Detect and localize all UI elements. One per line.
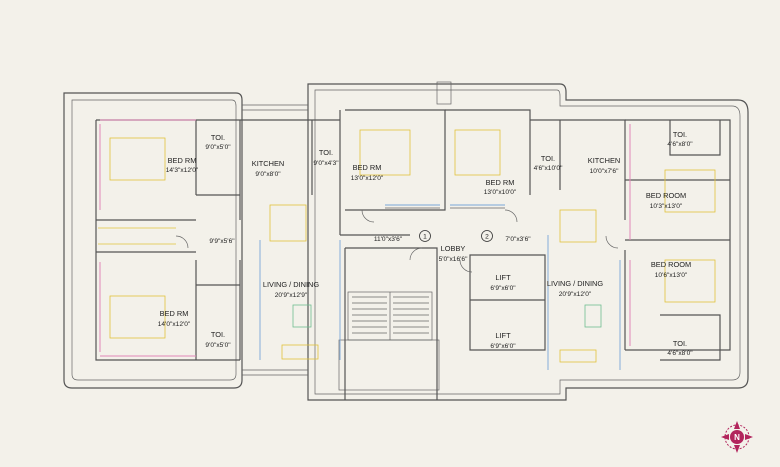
room-name: BED RM: [160, 309, 189, 318]
room-name: TOI.: [541, 154, 555, 163]
room-size: 9'0"x4'3": [313, 160, 339, 167]
room-size: 10'0"x7'6": [590, 168, 619, 175]
flat-marker-2: 2: [481, 230, 493, 242]
room-size: 6'9"x6'0": [490, 285, 516, 292]
room-bed-rm-left-top: BED RM 14'3"x12'0": [166, 156, 199, 174]
staircase: [347, 291, 433, 341]
room-name: BED RM: [486, 178, 515, 187]
room-size: 13'0"x10'0": [484, 189, 517, 196]
room-bed-rm-center-right: BED RM 13'0"x10'0": [484, 178, 517, 196]
room-name: TOI.: [673, 339, 687, 348]
room-size: 7'0"x3'6": [505, 236, 531, 243]
room-size: 9'0"x8'0": [255, 171, 281, 178]
room-bed-room-right-top: BED ROOM 10'3"x13'0": [646, 191, 686, 210]
room-size: 4'6"x10'0": [534, 165, 563, 172]
room-size: 4'6"x8'0": [667, 350, 693, 357]
room-toi-left-top: TOI. 9'0"x5'0": [205, 133, 231, 151]
room-size: 20'9"x12'9": [275, 292, 308, 299]
room-name: LOBBY: [441, 244, 466, 253]
room-size: 6'9"x6'0": [490, 343, 516, 350]
room-bed-rm-center-left: BED RM 13'0"x12'0": [351, 163, 384, 182]
room-lift-1: LIFT 6'9"x6'0": [490, 273, 516, 292]
room-lobby: LOBBY 5'0"x16'6": [439, 244, 468, 263]
passage-left: 9'9"x5'6": [209, 238, 235, 245]
room-name: TOI.: [319, 148, 333, 157]
landing-right: 7'0"x3'6": [505, 236, 531, 243]
room-size: 14'0"x12'0": [158, 321, 191, 328]
room-name: LIFT: [495, 331, 511, 340]
door-swings: [175, 209, 619, 273]
room-size: 11'0"x3'6": [374, 236, 403, 243]
marker-number: 2: [485, 234, 489, 241]
flat-marker-1: 1: [419, 230, 431, 242]
room-size: 20'9"x12'0": [559, 291, 592, 298]
room-name: LIVING / DINING: [547, 279, 604, 288]
room-size: 5'0"x16'6": [439, 256, 468, 263]
room-toi-left-bottom: TOI. 9'0"x5'0": [205, 330, 231, 349]
compass-label: N: [734, 433, 740, 442]
furniture: [98, 119, 716, 370]
room-toi-right-mid: TOI. 4'6"x10'0": [534, 154, 563, 172]
room-name: TOI.: [211, 330, 225, 339]
marker-number: 1: [423, 234, 427, 241]
room-name: BED ROOM: [646, 191, 686, 200]
room-name: TOI.: [211, 133, 225, 142]
room-toi-left-mid: TOI. 9'0"x4'3": [313, 148, 339, 167]
room-toi-right-top: TOI. 4'6"x8'0": [667, 130, 693, 148]
room-living-right: LIVING / DINING 20'9"x12'0": [547, 279, 604, 298]
room-living-left: LIVING / DINING 20'9"x12'9": [263, 280, 320, 299]
room-toi-right-bottom: TOI. 4'6"x8'0": [667, 339, 693, 357]
room-name: TOI.: [673, 130, 687, 139]
room-name: LIFT: [495, 273, 511, 282]
room-size: 9'0"x5'0": [205, 342, 231, 349]
room-size: 10'6"x13'0": [655, 272, 688, 279]
north-compass-icon: N: [721, 421, 753, 453]
room-name: LIVING / DINING: [263, 280, 320, 289]
room-name: KITCHEN: [588, 156, 620, 165]
room-bed-rm-left-bottom: BED RM 14'0"x12'0": [158, 309, 191, 328]
room-size: 13'0"x12'0": [351, 175, 384, 182]
landing-left: 11'0"x3'6": [374, 236, 403, 243]
room-kitchen-left: KITCHEN 9'0"x8'0": [252, 159, 284, 178]
room-size: 9'0"x5'0": [205, 144, 231, 151]
room-lift-2: LIFT 6'9"x6'0": [490, 331, 516, 350]
interior-walls: [95, 109, 731, 400]
room-kitchen-right: KITCHEN 10'0"x7'6": [588, 156, 620, 175]
room-bed-room-right-bottom: BED ROOM 10'6"x13'0": [651, 260, 691, 279]
room-name: BED RM: [353, 163, 382, 172]
room-size: 14'3"x12'0": [166, 167, 199, 174]
room-size: 9'9"x5'6": [209, 238, 235, 245]
room-name: KITCHEN: [252, 159, 284, 168]
room-size: 4'6"x8'0": [667, 141, 693, 148]
room-size: 10'3"x13'0": [650, 203, 683, 210]
room-name: BED ROOM: [651, 260, 691, 269]
room-name: BED RM: [168, 156, 197, 165]
